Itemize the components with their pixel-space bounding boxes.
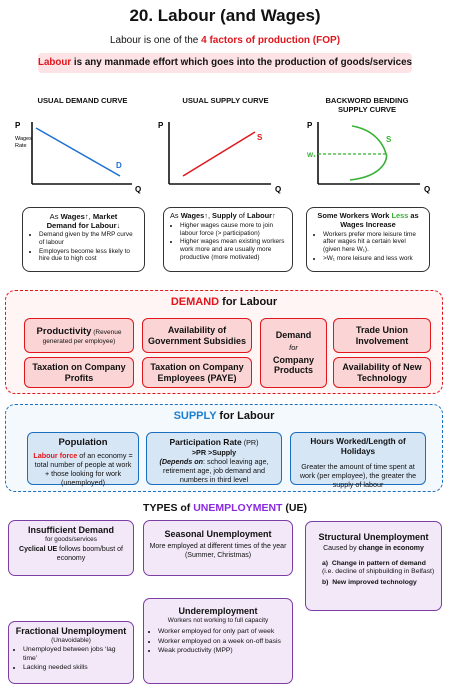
demand-q-label: Q xyxy=(135,185,141,194)
demand-p-label: P xyxy=(15,121,21,130)
backward-box-item: >W₁ more leisure and less work xyxy=(323,255,423,263)
supply-section-title: SUPPLY for Labour xyxy=(173,410,275,422)
ue-insufficient-demand: Insufficient Demand for goods/services C… xyxy=(8,520,134,576)
backward-w1-label: W₁ xyxy=(307,152,316,159)
backward-curve-title: BACKWORD BENDING SUPPLY CURVE xyxy=(325,96,409,115)
supply-box-item: Higher wages cause more to join labour f… xyxy=(180,222,286,237)
supply-participation: Participation Rate (PR) >PR >Supply (Dep… xyxy=(146,432,282,485)
demand-productivity: Productivity (Revenue generated per empl… xyxy=(24,318,134,353)
ue-fractional: Fractional Unemployment (Unavoidable) Un… xyxy=(8,621,134,684)
demand-ylabel-1: Wages xyxy=(15,136,32,142)
backward-box-item: Workers prefer more leisure time after w… xyxy=(323,231,423,254)
backward-box-line1: Some Workers Work Less as xyxy=(317,211,419,220)
demand-technology: Availability of New Technology xyxy=(333,357,431,388)
supply-box-item: Higher wages mean existing workers work … xyxy=(180,238,286,261)
definition-mid: is any manmade effort which goes into th… xyxy=(71,57,275,68)
supply-line xyxy=(182,131,256,177)
supply-q-label: Q xyxy=(275,185,281,194)
supply-curve-box: As Wages↑, Supply of Labour↑ Higher wage… xyxy=(163,207,293,272)
demand-company-products: Demand for Company Products xyxy=(260,318,327,388)
demand-taxation-paye: Taxation on Company Employees (PAYE) xyxy=(142,357,252,388)
backward-q-label: Q xyxy=(424,185,430,194)
supply-curve-chart: P Q S xyxy=(158,121,281,194)
supply-hours-worked: Hours Worked/Length of Holidays Greater … xyxy=(290,432,426,489)
page-title: 20. Labour (and Wages) xyxy=(129,6,321,25)
demand-box-line2: Demand for Labour↓ xyxy=(46,221,121,231)
supply-curve-title: USUAL SUPPLY CURVE xyxy=(182,96,269,105)
intro-text: Labour is one of the 4 factors of produc… xyxy=(0,35,450,46)
demand-section-title: DEMAND for Labour xyxy=(170,296,278,308)
ue-seasonal: Seasonal Unemployment More employed at d… xyxy=(143,520,293,576)
demand-line xyxy=(35,127,121,177)
backward-curve-box: Some Workers Work Less as Wages Increase… xyxy=(306,207,430,272)
unemployment-title: TYPES of UNEMPLOYMENT (UE) xyxy=(143,502,307,514)
definition-banner: Labour is any manmade effort which goes … xyxy=(38,53,412,73)
supply-p-label: P xyxy=(158,121,164,130)
demand-box-line1: As Wages↑, Market xyxy=(49,212,118,221)
intro-highlight: 4 factors of production (FOP) xyxy=(201,35,341,46)
demand-subsidies: Availability of Government Subsidies xyxy=(142,318,252,353)
backward-p-label: P xyxy=(307,121,313,130)
backward-s-curve xyxy=(349,125,388,181)
demand-ylabel-2: Rate xyxy=(15,143,27,149)
demand-box-item: Employers become less likely to hire due… xyxy=(39,248,138,263)
definition-word: Labour xyxy=(38,57,72,68)
backward-box-line2: Wages Increase xyxy=(340,219,396,229)
ue-underemployment: Underemployment Workers not working to f… xyxy=(143,598,293,684)
demand-curve-box: As Wages↑, Market Demand for Labour↓ Dem… xyxy=(22,207,145,272)
demand-curve-title: USUAL DEMAND CURVE xyxy=(37,96,128,105)
supply-s-label: S xyxy=(257,133,263,142)
demand-d-label: D xyxy=(116,161,122,170)
ue-structural: Structural Unemployment Caused by change… xyxy=(305,521,442,611)
demand-taxation-profits: Taxation on Company Profits xyxy=(24,357,134,388)
supply-population: Population Labour force of an economy = … xyxy=(27,432,139,487)
intro-prefix: Labour is one of the xyxy=(109,35,202,46)
demand-box-item: Demand given by the MRP curve of labour xyxy=(39,231,138,246)
demand-curve-chart: P Q Wages Rate D xyxy=(15,121,141,194)
backward-curve-chart: P Q W₁ S xyxy=(307,121,430,194)
definition-end: production of goods/services xyxy=(274,57,412,68)
backward-s-label: S xyxy=(386,135,392,144)
supply-box-line1: As Wages↑, Supply of Labour↑ xyxy=(170,211,276,220)
demand-trade-union: Trade Union Involvement xyxy=(333,318,431,353)
